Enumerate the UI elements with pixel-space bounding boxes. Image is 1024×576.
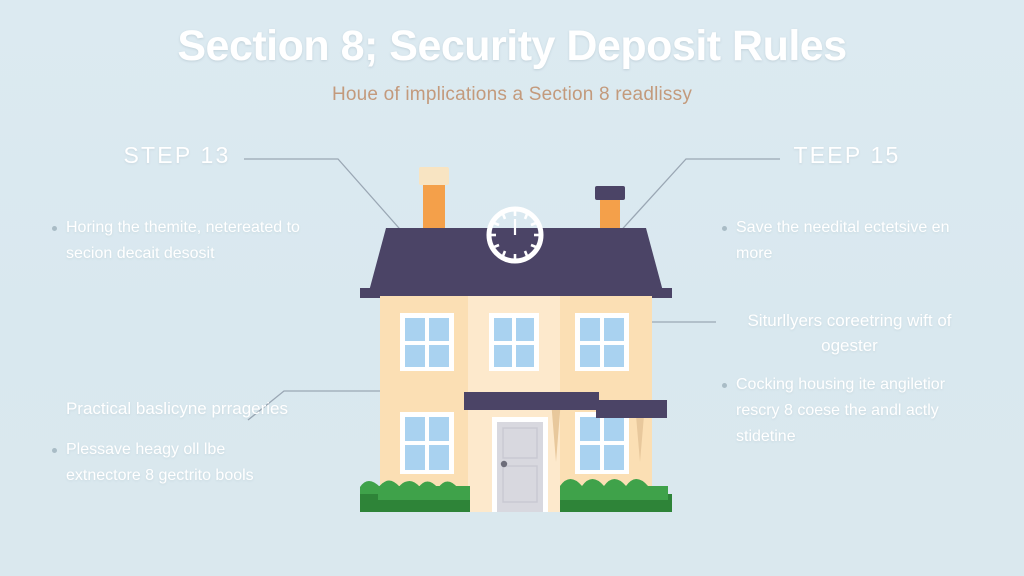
callout-left-bottom-heading: Practical baslicyne prrageries [65,399,289,418]
clock-icon [486,206,544,264]
window-lower-right [575,412,629,474]
callout-left-top-bullet: Horing the themite, netereated to secion… [52,215,302,267]
page-subtitle: Houe of implications a Section 8 readlis… [331,84,693,105]
bullet-dot-icon [52,448,57,453]
bullet-dot-icon [722,226,727,231]
awning-bracket-left [551,400,561,462]
callout-left-bottom-bullet: Plessave heagy oll lbe extnectore 8 gect… [52,437,302,489]
callout-right-middle: Siturllyers coreetring wift of ogester [722,308,977,358]
awning [464,392,667,418]
callout-right-bottom-bullet: Cocking housing ite angiletior rescry 8 … [722,372,977,450]
callout-right-top-body: Save the needital ectetsive en more [736,219,950,262]
callout-left-bottom-body: Plessave heagy oll lbe extnectore 8 gect… [66,441,254,484]
page-title: Section 8; Security Deposit Rules [177,22,847,70]
bullet-dot-icon [52,226,57,231]
awning-bracket-right [635,404,645,462]
bullet-dot-icon [722,383,727,388]
callout-left-top-body: Horing the themite, netereated to secion… [66,219,300,262]
callout-left-bottom: Practical baslicyne prrageries Plessave … [52,396,302,489]
door-handle-icon[interactable] [500,460,508,468]
callout-left-top: STEP 13 Horing the themite, netereated t… [52,142,302,267]
callout-right-middle-heading: Siturllyers coreetring wift of ogester [747,311,952,355]
callout-right-top-heading: TEEP 15 [793,142,901,168]
callout-right-bottom: Cocking housing ite angiletior rescry 8 … [722,372,977,450]
bush-right [560,479,672,512]
bush-left [360,480,470,512]
window-upper-left [400,313,454,371]
callout-right-top: TEEP 15 Save the needital ectetsive en m… [722,142,972,267]
window-upper-right [575,313,629,371]
chimney-left-icon [419,167,449,229]
callout-right-top-bullet: Save the needital ectetsive en more [722,215,972,267]
callout-left-top-heading: STEP 13 [123,142,231,168]
front-door[interactable] [492,417,548,512]
window-upper-center [489,313,539,371]
window-lower-left [400,412,454,474]
roof-eave [360,288,672,298]
callout-right-bottom-body: Cocking housing ite angiletior rescry 8 … [736,376,946,445]
